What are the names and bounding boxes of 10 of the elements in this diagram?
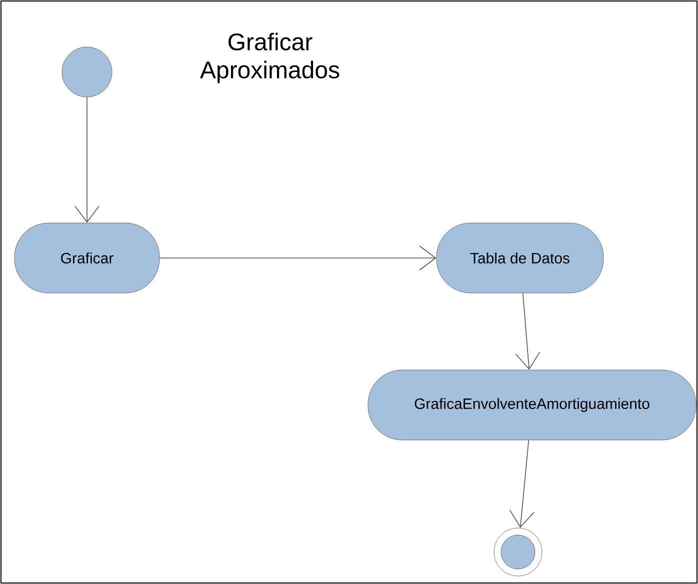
arrow bbox=[515, 292, 540, 370]
action-box: GraficaEnvolventeAmortiguamiento bbox=[368, 370, 696, 440]
arrow bbox=[159, 246, 436, 270]
end-node bbox=[494, 528, 542, 576]
arrow bbox=[510, 440, 534, 528]
start-node bbox=[62, 46, 112, 98]
action-box: Tabla de Datos bbox=[436, 222, 604, 294]
title: Graficar Aproximados bbox=[200, 32, 340, 84]
arrow bbox=[74, 96, 100, 223]
action-box: Graficar bbox=[14, 222, 160, 294]
